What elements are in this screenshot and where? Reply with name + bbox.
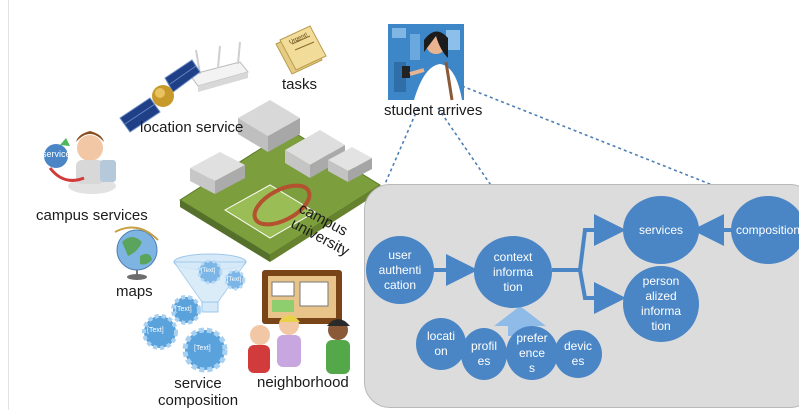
flow-arrow-lines bbox=[432, 214, 732, 314]
globe-maps-icon bbox=[114, 226, 159, 280]
neighborhood-board-icon bbox=[248, 270, 350, 374]
gear-label: [Text] bbox=[147, 327, 164, 334]
left-divider bbox=[8, 0, 9, 410]
devices-node: devic es bbox=[554, 330, 602, 378]
service-composition-label: service composition bbox=[158, 375, 239, 409]
gear-label: [Text] bbox=[227, 277, 242, 283]
user-authentication-node: user authenti cation bbox=[366, 236, 434, 304]
profiles-node: profil es bbox=[461, 328, 507, 380]
student-figure-icon bbox=[388, 24, 464, 101]
tasks-label: tasks bbox=[282, 76, 318, 93]
gear-label: [Text] bbox=[201, 268, 216, 274]
campus-buildings-icon bbox=[179, 100, 381, 262]
gear-label: [Text] bbox=[194, 345, 211, 352]
service-gears-icon bbox=[142, 259, 246, 373]
satellite-icon bbox=[119, 59, 201, 133]
services-badge-label: services bbox=[42, 149, 76, 159]
personalized-information-node: person alized informa tion bbox=[623, 266, 699, 342]
campus-services-person-icon bbox=[44, 131, 116, 194]
maps-label: maps bbox=[116, 283, 153, 300]
composition-node: composition bbox=[731, 196, 799, 264]
location-node: locati on bbox=[416, 318, 466, 370]
preferences-node: prefer ence s bbox=[506, 326, 558, 380]
student-arrives-label: student arrives bbox=[384, 102, 483, 119]
context-up-arrow bbox=[494, 306, 546, 336]
wifi-router-icon bbox=[189, 41, 249, 92]
context-information-node: context informa tion bbox=[474, 236, 552, 308]
neighborhood-label: neighborhood bbox=[257, 374, 349, 391]
gear-label: [Text] bbox=[175, 306, 192, 313]
tasks-note-icon bbox=[275, 25, 327, 75]
campus-services-label: campus services bbox=[36, 207, 148, 224]
services-node: services bbox=[623, 196, 699, 264]
location-service-label: location service bbox=[140, 119, 244, 136]
